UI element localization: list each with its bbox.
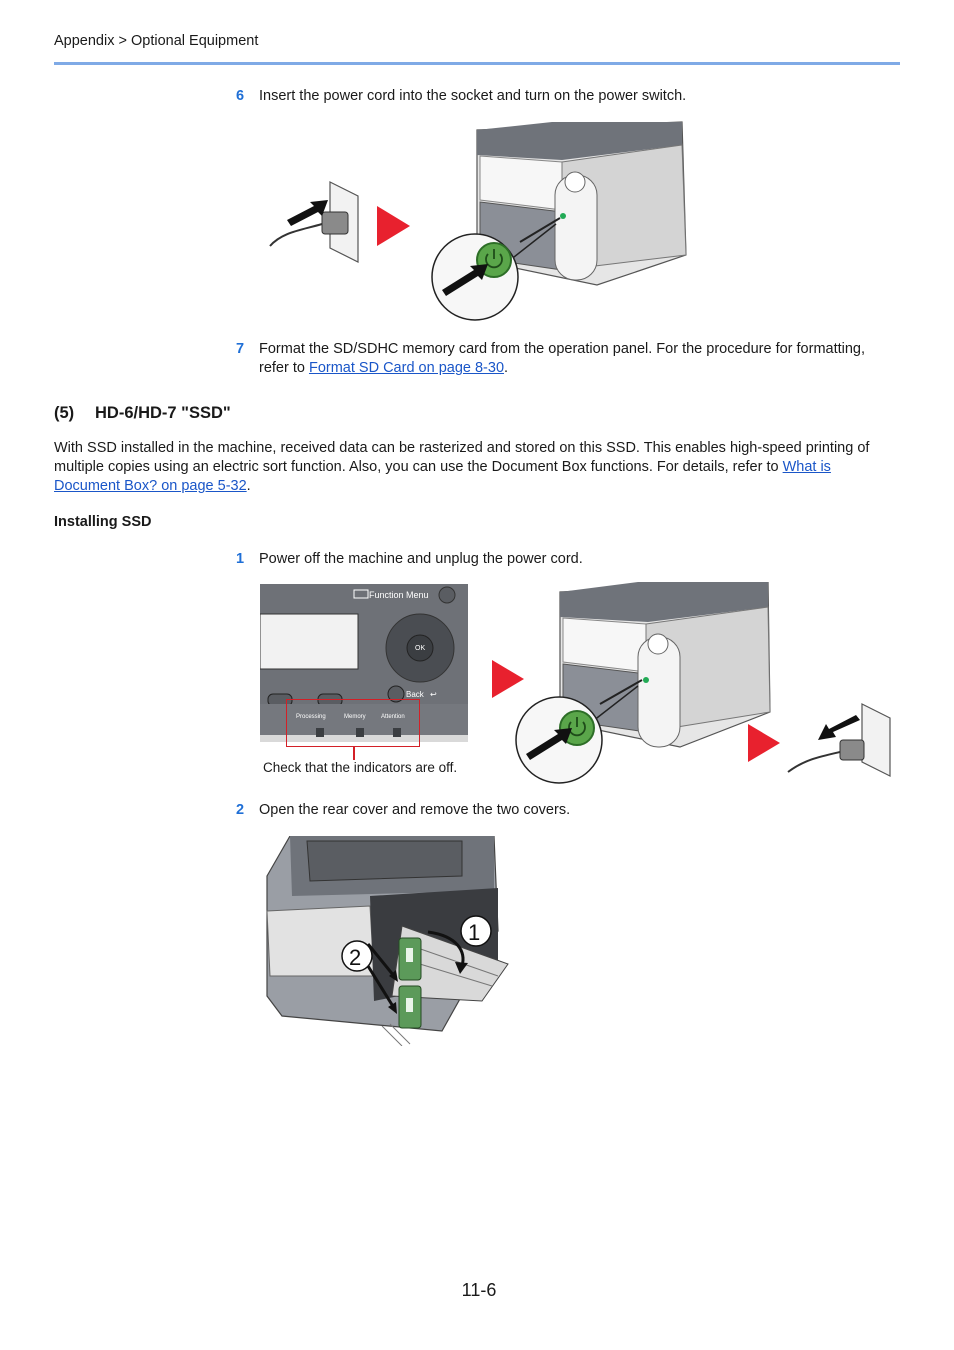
format-sd-card-link[interactable]: Format SD Card on page 8-30 (308, 360, 505, 376)
step-7-text-after: . (504, 360, 509, 376)
step-6: 6 (236, 87, 244, 105)
attention-indicator-label: Attention (381, 714, 405, 720)
memory-indicator-label: Memory (344, 714, 366, 720)
back-icon: ↩ (430, 690, 437, 699)
step-7-text-before: Format the SD/SDHC memory card from the … (259, 341, 866, 376)
step-number: 7 (236, 341, 245, 357)
section-number: (5) (54, 404, 75, 422)
operation-panel-illustration: Function Menu OK Back ↩ Processing Memor… (260, 584, 468, 742)
step-2: 2 (236, 801, 244, 819)
processing-led (316, 728, 324, 737)
next-step-arrow-icon (377, 206, 410, 246)
section-title: (5) HD-6/HD-7 "SSD" (54, 404, 231, 423)
paragraph-end: . (246, 478, 251, 494)
header-rule (54, 62, 900, 65)
step-1: 1 (236, 550, 244, 568)
paragraph-text: With SSD installed in the machine, recei… (54, 440, 870, 475)
ok-label: OK (415, 645, 425, 652)
next-step-arrow-icon (748, 724, 780, 762)
installing-ssd-heading: Installing SSD (54, 514, 152, 530)
document-box-link[interactable]: What is Document Box? on page 5-32 (54, 459, 831, 494)
step-number: 1 (236, 551, 245, 567)
highlight-leader-line (353, 746, 355, 760)
step-1-text: Power off the machine and unplug the pow… (259, 551, 583, 567)
step-number: 6 (236, 88, 245, 104)
step-7: 7 (236, 340, 244, 358)
indicator-highlight-box (286, 699, 420, 747)
ok-button[interactable] (406, 634, 434, 662)
callout-2: 2 (349, 945, 361, 970)
indicator-caption: Check that the indicators are off. (263, 760, 458, 775)
step-number: 2 (236, 802, 245, 818)
attention-led (393, 728, 401, 737)
breadcrumb: Appendix > Optional Equipment (54, 33, 259, 49)
step-6-text: Insert the power cord into the socket an… (259, 88, 687, 104)
step-2-text: Open the rear cover and remove the two c… (259, 802, 571, 818)
callout-1: 1 (468, 920, 480, 945)
step-7-text: Format the SD/SDHC memory card from the … (259, 340, 889, 378)
memory-led (356, 728, 364, 737)
rear-cover-illustration: 1 2 (266, 836, 509, 1046)
power-on-illustration (269, 121, 687, 321)
power-off-illustration (492, 582, 891, 784)
function-menu-label: Function Menu (369, 590, 429, 600)
section-paragraph: With SSD installed in the machine, recei… (54, 439, 900, 496)
next-step-arrow-icon (492, 660, 524, 698)
back-label: Back (406, 690, 425, 699)
processing-indicator-label: Processing (296, 714, 326, 720)
page-number: 11-6 (461, 1280, 497, 1300)
section-heading-text: HD-6/HD-7 "SSD" (95, 404, 231, 422)
